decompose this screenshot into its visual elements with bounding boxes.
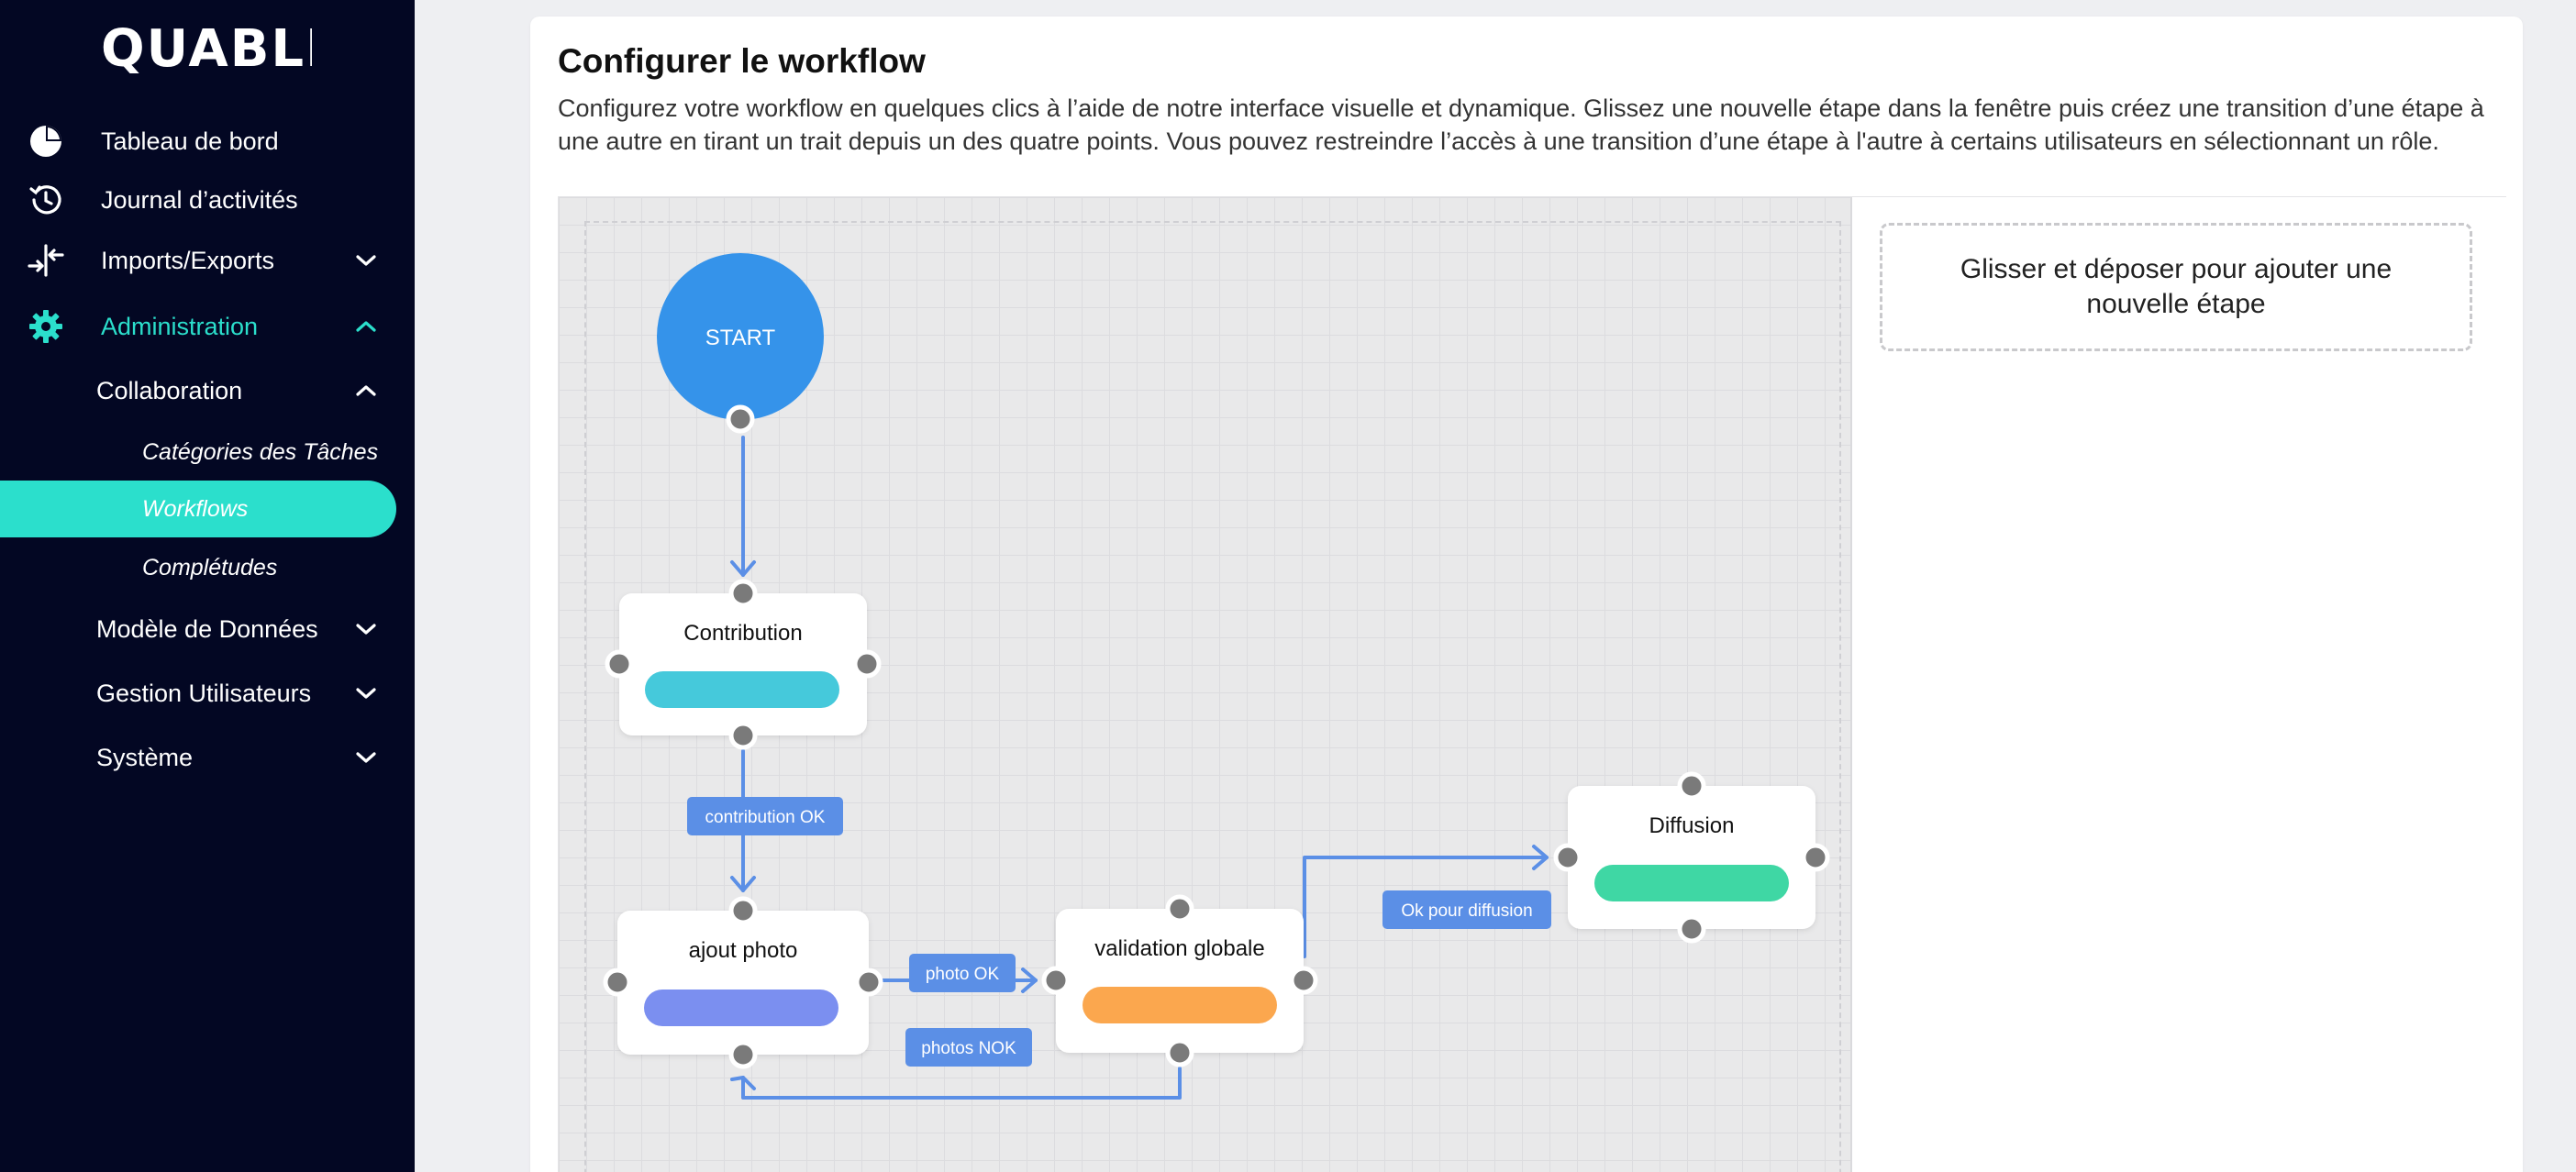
sidebar-item-label: Imports/Exports: [101, 246, 275, 274]
sidebar: QUABLE Tableau de bord Journal d’activit…: [0, 0, 415, 1172]
start-node[interactable]: START: [657, 253, 824, 434]
connection-handle[interactable]: [1801, 843, 1830, 872]
sidebar-sub-label: Modèle de Données: [96, 614, 318, 643]
connection-handle[interactable]: [603, 967, 632, 997]
history-icon: [28, 182, 64, 218]
connection-handle[interactable]: [1677, 771, 1706, 801]
sidebar-item-imports-exports[interactable]: Imports/Exports: [0, 233, 415, 288]
edge-arrowhead: [730, 876, 756, 892]
sidebar-sub-label: Workflows: [142, 495, 249, 522]
node-color-bar: [1083, 987, 1277, 1023]
connection-handle[interactable]: [605, 649, 634, 679]
connection-handle[interactable]: [1677, 914, 1706, 944]
connection-handle[interactable]: [728, 1040, 758, 1069]
pie-chart-icon: [28, 123, 64, 160]
node-label: validation globale: [1094, 936, 1264, 961]
connection-handle[interactable]: [1041, 966, 1071, 995]
node-label: ajout photo: [689, 938, 798, 963]
sidebar-item-label: Tableau de bord: [101, 127, 279, 155]
node-color-bar: [645, 671, 839, 708]
quable-logo[interactable]: QUABLE: [101, 20, 312, 75]
node-label: Diffusion: [1649, 813, 1735, 838]
edge-arrowhead: [1021, 967, 1038, 993]
step-palette-panel: Glisser et déposer pour ajouter une nouv…: [1852, 197, 2507, 1172]
edge-arrowhead: [730, 1076, 756, 1090]
sidebar-sub-label: Collaboration: [96, 376, 243, 404]
transition-label-ok-pour-diffusion[interactable]: Ok pour diffusion: [1382, 890, 1551, 929]
dropzone-text: Glisser et déposer pour ajouter une nouv…: [1960, 254, 2393, 319]
edge-arrowhead: [1532, 845, 1549, 870]
logo-text: QUABLE: [101, 20, 312, 75]
sidebar-sub-label: Système: [96, 743, 194, 771]
chevron-down-icon[interactable]: [352, 247, 380, 274]
node-label: Contribution: [683, 621, 802, 646]
transition-label-photo-ok[interactable]: photo OK: [909, 954, 1016, 992]
sidebar-item-tableau-de-bord[interactable]: Tableau de bord: [0, 114, 415, 169]
sidebar-item-journal[interactable]: Journal d’activités: [0, 172, 415, 227]
start-label: START: [705, 326, 776, 350]
workflow-config-card: Configurer le workflow Configurez votre …: [530, 17, 2523, 1172]
gear-icon: [28, 308, 64, 345]
sidebar-item-administration[interactable]: Administration: [0, 299, 415, 354]
chevron-down-icon[interactable]: [352, 744, 380, 771]
sidebar-item-categories-taches[interactable]: Catégories des Tâches: [0, 424, 396, 481]
transition-label-contribution-ok[interactable]: contribution OK: [687, 797, 843, 835]
connection-handle[interactable]: [1165, 894, 1194, 923]
transition-label-text: Ok pour diffusion: [1401, 901, 1532, 921]
import-export-icon: [28, 242, 64, 279]
connection-handle[interactable]: [728, 896, 758, 925]
workflow-node-diffusion[interactable]: Diffusion: [1553, 771, 1830, 944]
sidebar-item-collaboration[interactable]: Collaboration: [0, 363, 415, 418]
workflow-graph: START Contribution ajout photo: [603, 253, 1830, 1100]
node-color-bar: [1594, 865, 1789, 901]
workflow-node-contribution[interactable]: Contribution: [605, 579, 882, 750]
chevron-down-icon[interactable]: [352, 680, 380, 707]
connection-handle[interactable]: [854, 967, 883, 997]
sidebar-item-completudes[interactable]: Complétudes: [0, 539, 396, 596]
sidebar-item-label: Administration: [101, 312, 259, 340]
connection-handle[interactable]: [726, 404, 755, 434]
connection-handle[interactable]: [1165, 1038, 1194, 1067]
workflow-node-ajout-photo[interactable]: ajout photo: [603, 896, 883, 1069]
connection-handle[interactable]: [852, 649, 882, 679]
sidebar-sub-label: Complétudes: [142, 554, 278, 580]
workflow-node-validation-globale[interactable]: validation globale: [1041, 894, 1318, 1067]
page-title: Configurer le workflow: [558, 42, 926, 80]
edge-arrowhead: [730, 560, 756, 577]
connection-handle[interactable]: [1553, 843, 1582, 872]
chevron-up-icon[interactable]: [352, 377, 380, 404]
sidebar-item-label: Journal d’activités: [101, 185, 298, 214]
chevron-down-icon[interactable]: [352, 615, 380, 643]
node-color-bar: [644, 990, 838, 1026]
transition-label-text: photos NOK: [921, 1039, 1016, 1058]
transition-label-text: photo OK: [926, 965, 1000, 984]
sidebar-sub-label: Catégories des Tâches: [142, 438, 379, 465]
workflow-editor: START Contribution ajout photo: [558, 196, 2507, 1172]
sidebar-item-systeme[interactable]: Système: [0, 730, 415, 785]
connection-handle[interactable]: [728, 721, 758, 750]
sidebar-item-gestion-utilisateurs[interactable]: Gestion Utilisateurs: [0, 666, 415, 721]
edge-validation-ajout[interactable]: [741, 1067, 1182, 1100]
transition-label-photos-nok[interactable]: photos NOK: [905, 1028, 1032, 1067]
sidebar-sub-label: Gestion Utilisateurs: [96, 679, 312, 707]
new-step-dropzone[interactable]: Glisser et déposer pour ajouter une nouv…: [1880, 223, 2472, 351]
transition-label-text: contribution OK: [705, 808, 826, 827]
sidebar-item-workflows[interactable]: Workflows: [0, 481, 396, 537]
workflow-canvas[interactable]: START Contribution ajout photo: [559, 197, 1852, 1172]
sidebar-item-modele-donnees[interactable]: Modèle de Données: [0, 602, 415, 657]
canvas-drop-area: [584, 221, 1841, 1172]
connection-handle[interactable]: [1289, 966, 1318, 995]
chevron-up-icon[interactable]: [352, 313, 380, 340]
edge-validation-diffusion[interactable]: [1303, 856, 1549, 958]
page-description: Configurez votre workflow en quelques cl…: [558, 94, 2484, 155]
connection-handle[interactable]: [728, 579, 758, 608]
